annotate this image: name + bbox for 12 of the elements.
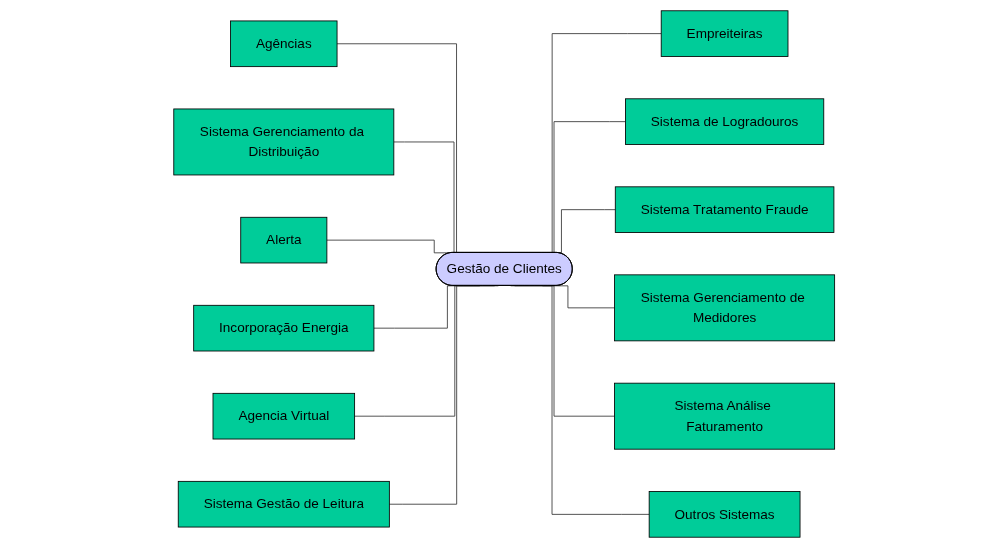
node-box: Sistema de Logradouros [624, 97, 824, 145]
node-box: Empreiteiras [660, 9, 789, 57]
node-box: Sistema Gestão de Leitura [177, 480, 390, 527]
node-box: Incorporação Energia [193, 304, 375, 351]
node-box: Sistema Análise Faturamento [613, 382, 835, 450]
node-box: Agencia Virtual [212, 392, 355, 439]
node-box: Sistema Gerenciamento da Distribuição [173, 108, 395, 175]
node-box: Outros Sistemas [648, 490, 801, 538]
node-box: Alerta [240, 216, 328, 263]
node-box: Agências [229, 20, 338, 67]
node-box: Sistema Gerenciamento de Medidores [613, 273, 835, 341]
node-box: Sistema Tratamento Fraude [614, 185, 835, 233]
